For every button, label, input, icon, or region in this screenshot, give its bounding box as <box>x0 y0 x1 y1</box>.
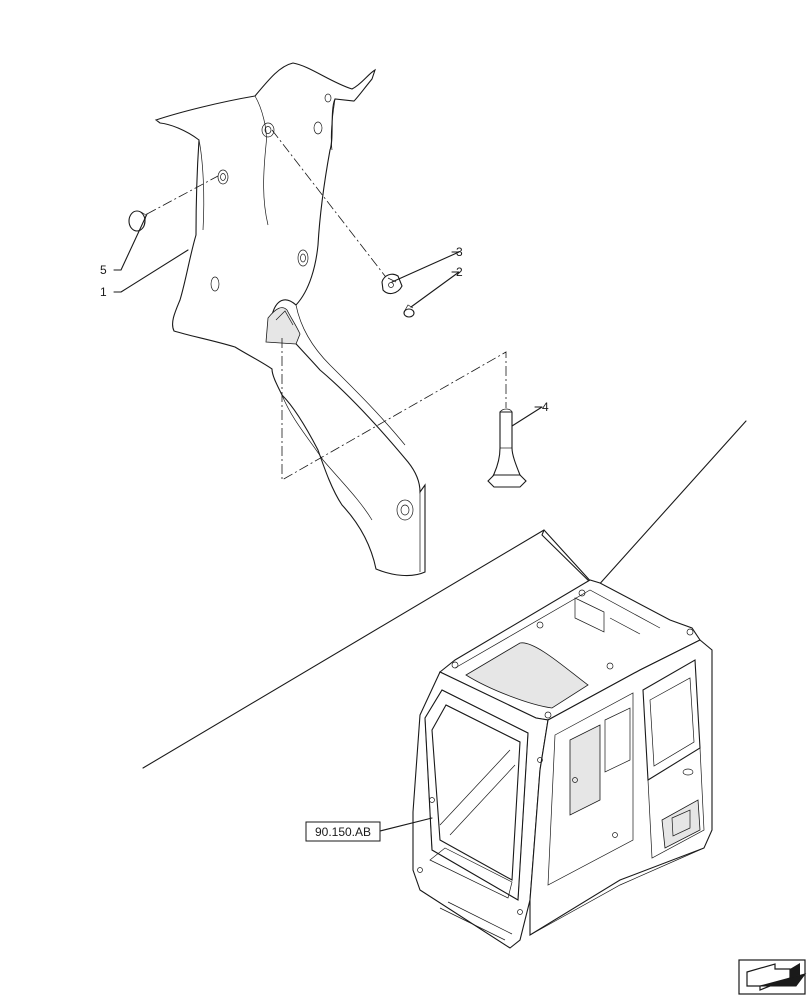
part-3-clip <box>381 273 403 295</box>
callout-3: 3 <box>456 245 463 259</box>
callout-1: 1 <box>100 285 107 299</box>
arrow-icon[interactable] <box>738 959 807 995</box>
reference-label: 90.150.AB <box>305 817 433 842</box>
callout-4: 4 <box>542 400 549 414</box>
section-divider <box>142 420 747 769</box>
part-2-screw <box>403 304 415 318</box>
part-4-hook <box>487 408 527 488</box>
cab-assembly <box>412 579 713 949</box>
callout-leaders <box>113 213 543 427</box>
assembly-leaders <box>146 129 507 481</box>
reference-text: 90.150.AB <box>315 825 371 839</box>
trim-panel <box>154 62 426 577</box>
callout-5: 5 <box>100 263 107 277</box>
callout-2: 2 <box>456 265 463 279</box>
